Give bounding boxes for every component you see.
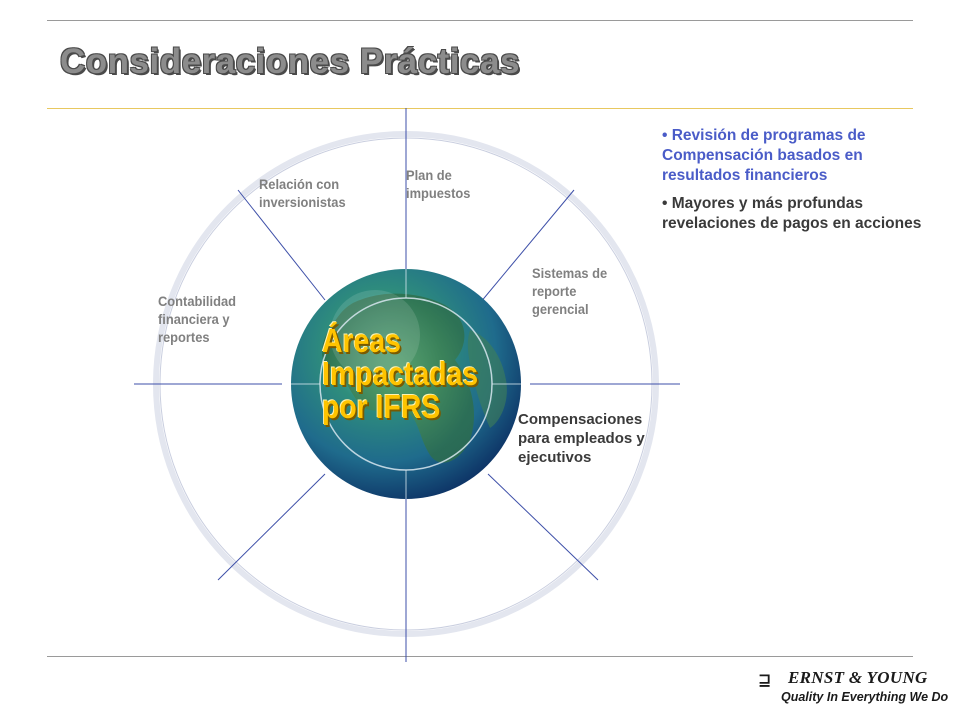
center-title-line-1: Áreas	[322, 322, 401, 359]
considerations-list: • Revisión de programas de Compensación …	[662, 126, 922, 242]
area-label-line: reportes	[158, 329, 210, 345]
ernst-young-logo: ⊒ ERNST & YOUNG Quality In Everything We…	[758, 668, 948, 710]
area-label-line: ejecutivos	[518, 449, 592, 466]
bottom-rule	[47, 656, 913, 657]
center-title: Áreas Impactadas por IFRS	[322, 324, 478, 423]
spoke-top-left	[237, 189, 326, 301]
area-compensaciones: Compensaciones para empleados y ejecutiv…	[518, 410, 645, 467]
globe-highlight	[330, 290, 420, 380]
area-contabilidad-financiera: Contabilidad financiera y reportes	[158, 292, 236, 346]
top-rule	[47, 20, 913, 21]
logo-tagline: Quality In Everything We Do	[781, 690, 949, 704]
area-label-line: para empleados y	[518, 430, 645, 447]
spoke-top-right	[469, 189, 575, 316]
area-label-line: Sistemas de	[532, 265, 608, 281]
area-relacion-inversionistas: Relación con inversionistas	[259, 175, 346, 211]
center-title-line-3: por IFRS	[322, 388, 441, 425]
title-underline	[47, 108, 913, 109]
logo-mark-icon: ⊒	[758, 672, 772, 689]
globe-land-east	[467, 330, 507, 428]
logo-name: ERNST & YOUNG	[788, 668, 928, 687]
spoke-bottom-right	[487, 473, 599, 581]
area-label-line: impuestos	[406, 185, 471, 201]
center-title-line-2: Impactadas	[322, 355, 479, 392]
slide-title: Consideraciones Prácticas	[60, 42, 520, 81]
area-sistemas-reporte: Sistemas de reporte gerencial	[532, 264, 607, 318]
area-plan-impuestos: Plan de impuestos	[406, 166, 470, 202]
area-label-line: Compensaciones	[518, 411, 643, 428]
bullet-compensation-review: • Revisión de programas de Compensación …	[662, 127, 866, 184]
area-label-line: financiera y	[158, 311, 230, 327]
area-label-line: reporte	[532, 283, 577, 299]
area-label-line: Contabilidad	[158, 293, 236, 309]
area-label-line: gerencial	[532, 301, 589, 317]
bullet-share-payments: • Mayores y más profundas revelaciones d…	[662, 195, 922, 232]
area-label-line: Relación con	[259, 176, 340, 192]
globe-land	[321, 293, 475, 463]
area-label-line: inversionistas	[259, 194, 346, 210]
spoke-bottom-left	[217, 473, 326, 581]
area-label-line: Plan de	[406, 167, 452, 183]
